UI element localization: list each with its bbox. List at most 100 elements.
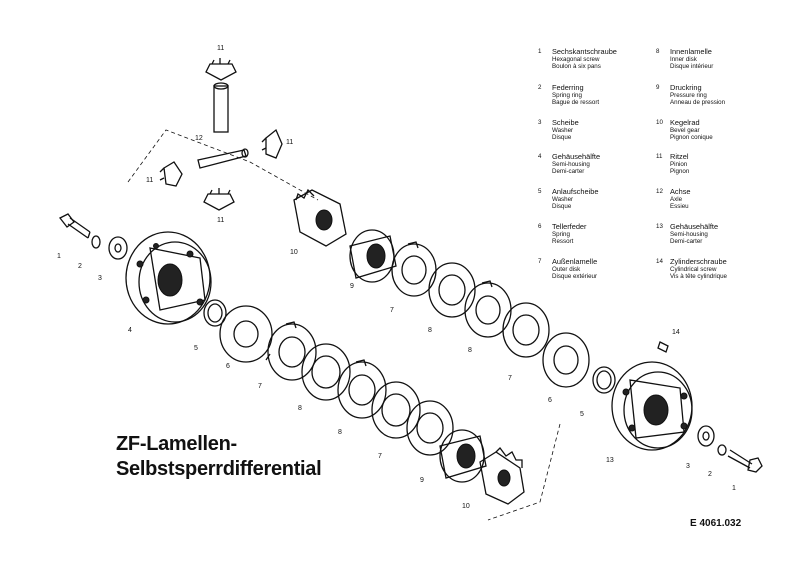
label-11-bottom: 11 — [217, 217, 224, 224]
legend-fr: Disque — [552, 134, 572, 142]
label-6-right: 6 — [548, 397, 552, 404]
legend-en: Pinion — [670, 161, 688, 169]
label-2-right: 2 — [708, 471, 712, 478]
label-1-left: 1 — [57, 253, 61, 260]
label-7-left-a: 7 — [258, 383, 262, 390]
legend-fr: Disque extérieur — [552, 273, 598, 281]
inner-disk-left-2 — [371, 381, 421, 439]
outer-disk-left-2 — [337, 359, 387, 419]
label-5-right: 5 — [580, 411, 584, 418]
label-8-right-a: 8 — [428, 327, 432, 334]
legend-number: 4 — [538, 153, 542, 160]
label-9-upper: 9 — [350, 283, 354, 290]
label-10-upper: 10 — [290, 249, 298, 256]
spring-ring-right — [717, 444, 727, 456]
outer-disk-right-2 — [464, 280, 512, 338]
bevel-gear-upper — [293, 188, 347, 247]
legend-de: Druckring — [670, 83, 702, 92]
legend-de: Achse — [670, 187, 691, 196]
legend-fr: Pignon conique — [670, 134, 713, 142]
drawing-code: E 4061.032 — [690, 518, 742, 529]
legend-number: 8 — [656, 48, 660, 55]
thrust-washer-right — [592, 366, 616, 394]
label-11-left: 11 — [146, 177, 153, 184]
label-2-left: 2 — [78, 263, 82, 270]
label-14: 14 — [672, 329, 680, 336]
legend-de: Scheibe — [552, 118, 579, 127]
legend-de: Sechskantschraube — [552, 47, 617, 56]
legend-en: Spring ring — [552, 92, 582, 100]
label-12: 12 — [195, 135, 203, 142]
legend-number: 14 — [656, 258, 663, 265]
washer-right — [697, 425, 715, 447]
thrust-washer-left — [203, 299, 227, 327]
legend-fr: Anneau de pression — [670, 99, 726, 107]
legend-de: Anlaufscheibe — [552, 187, 599, 196]
legend-de: Innenlamelle — [670, 47, 712, 56]
legend-de: Außenlamelle — [552, 257, 598, 266]
hex-screw-right — [727, 449, 763, 473]
label-8-right-b: 8 — [468, 347, 472, 354]
legend-fr: Ressort — [552, 238, 574, 246]
legend-number: 7 — [538, 258, 542, 265]
outer-disk-right-3 — [542, 332, 590, 388]
label-8-left-a: 8 — [298, 405, 302, 412]
outer-disk-left-1 — [265, 321, 317, 381]
legend-fr: Bague de ressort — [552, 99, 600, 107]
label-7-right-a: 7 — [390, 307, 394, 314]
cylindrical-screw — [657, 341, 669, 353]
legend-fr: Pignon — [670, 168, 690, 176]
pinion-bottom — [203, 188, 235, 211]
spring-ring-left — [91, 235, 101, 249]
legend-fr: Disque — [552, 203, 572, 211]
label-3-left: 3 — [98, 275, 102, 282]
legend-de: Kegelrad — [670, 118, 700, 127]
legend-en: Washer — [552, 196, 574, 204]
legend-number: 2 — [538, 84, 542, 91]
pressure-ring-lower — [439, 429, 487, 483]
disc-spring-left — [219, 305, 273, 363]
label-7-left-b: 7 — [378, 453, 382, 460]
legend-fr: Demi-carter — [552, 168, 585, 176]
legend-fr: Demi-carter — [670, 238, 703, 246]
legend-en: Axle — [670, 196, 683, 204]
legend-number: 6 — [538, 223, 542, 230]
legend-fr: Disque intérieur — [670, 63, 714, 71]
legend-number: 5 — [538, 188, 542, 195]
bevel-gear-lower — [479, 447, 525, 505]
label-3-right: 3 — [686, 463, 690, 470]
label-4: 4 — [128, 327, 132, 334]
label-6-left: 6 — [226, 363, 230, 370]
label-13: 13 — [606, 457, 614, 464]
label-11-top: 11 — [217, 45, 224, 52]
label-1-right: 1 — [732, 485, 736, 492]
inner-disk-left-1 — [301, 343, 351, 401]
semi-housing-right — [611, 361, 693, 451]
legend-number: 3 — [538, 119, 542, 126]
legend-en: Outer disk — [552, 266, 581, 274]
pinion-top — [205, 58, 237, 81]
legend-en: Washer — [552, 127, 574, 135]
legend-number: 10 — [656, 119, 663, 126]
inner-disk-right-2 — [502, 302, 550, 358]
diagram-title: ZF-Lamellen- Selbstsperrdifferential — [116, 432, 322, 482]
legend-de: Federring — [552, 83, 584, 92]
label-10-lower: 10 — [462, 503, 470, 510]
axle-vertical — [213, 82, 229, 133]
legend-fr: Vis à tête cylindrique — [670, 273, 727, 281]
label-9-lower: 9 — [420, 477, 424, 484]
pressure-ring-upper — [349, 229, 397, 283]
legend-en: Spring — [552, 231, 570, 239]
outer-disk-left-3 — [406, 400, 454, 456]
assembly-centerline-lower — [487, 423, 561, 521]
legend-de: Tellerfeder — [552, 222, 587, 231]
legend-fr: Boulon à six pans — [552, 63, 601, 71]
legend-en: Hexagonal screw — [552, 56, 600, 64]
legend-en: Semi-housing — [552, 161, 590, 169]
legend-en: Semi-housing — [670, 231, 708, 239]
inner-disk-right-1 — [428, 262, 476, 318]
legend-de: Ritzel — [670, 152, 689, 161]
legend-number: 13 — [656, 223, 663, 230]
legend-en: Inner disk — [670, 56, 697, 64]
